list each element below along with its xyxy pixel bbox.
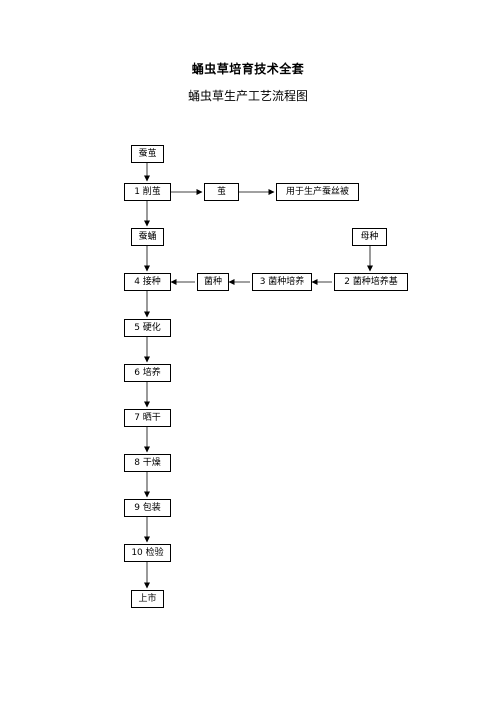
document-subtitle: 蛹虫草生产工艺流程图 [187,89,308,103]
node-cancan: 蚕茧 [131,145,164,163]
node-silk: 用于生产蚕丝被 [276,183,359,201]
node-pupa: 蚕蛹 [131,228,164,246]
node-cocoon: 茧 [204,183,239,201]
node-dry-air: 7 晒干 [124,409,171,427]
node-mother: 母种 [352,228,387,246]
node-dry: 8 干燥 [124,454,171,472]
node-harden: 5 硬化 [124,319,171,337]
node-medium: 2 菌种培养基 [334,273,408,291]
document-title: 蛹虫草培育技术全套 [191,62,305,76]
node-inoculate: 4 接种 [124,273,171,291]
node-strain: 菌种 [197,273,229,291]
node-cultivate: 6 培养 [124,364,171,382]
node-pack: 9 包装 [124,499,171,517]
node-inspect: 10 检验 [124,544,171,562]
node-market: 上市 [131,590,164,608]
node-culture: 3 菌种培养 [252,273,312,291]
node-cut: 1 削茧 [124,183,171,201]
